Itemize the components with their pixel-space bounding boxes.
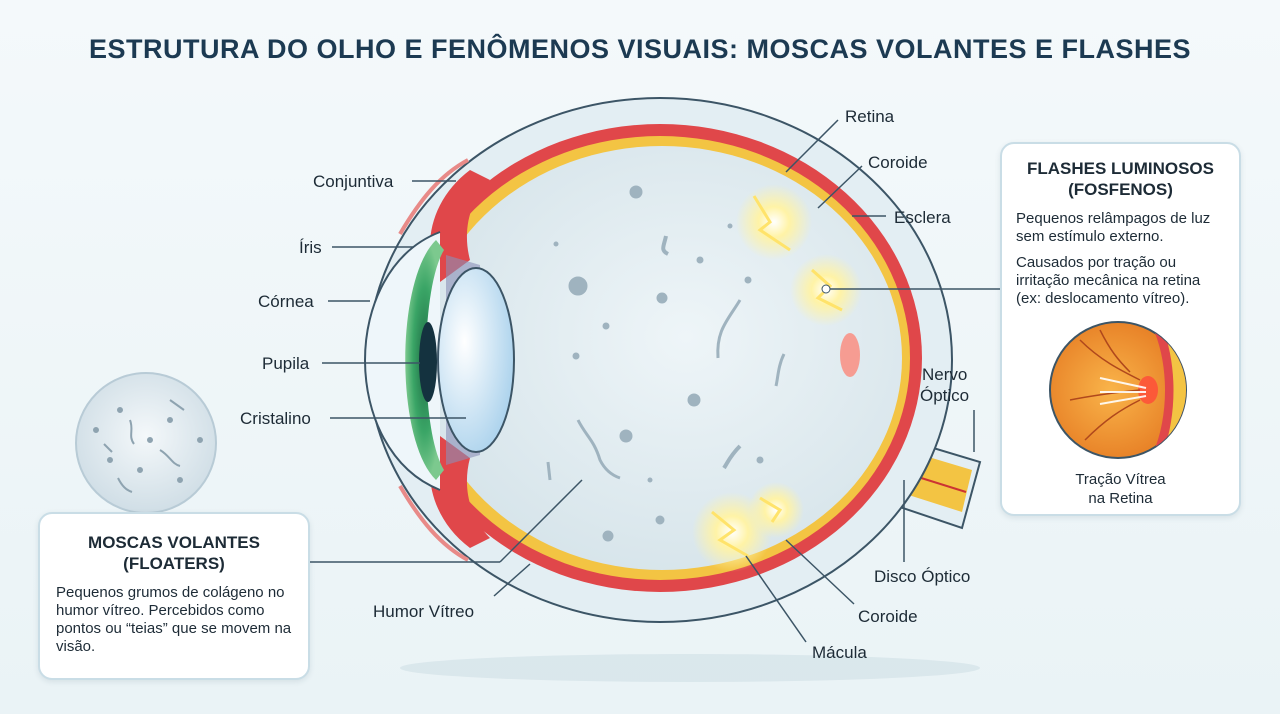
flashes-description-2: Causados por tração ou irritação mecânic… xyxy=(1016,254,1201,307)
label-macula: Mácula xyxy=(812,643,867,662)
label-sclera: Esclera xyxy=(894,208,951,227)
label-optic-disc: Disco Óptico xyxy=(874,567,970,586)
ciliary-body-top xyxy=(430,170,490,282)
flashes-info-box: FLASHES LUMINOSOS (FOSFENOS) Pequenos re… xyxy=(1000,142,1241,516)
label-conjunctiva: Conjuntiva xyxy=(313,172,394,191)
label-iris: Íris xyxy=(299,238,322,257)
ciliary-body-bottom xyxy=(430,436,490,548)
label-vitreous-humor: Humor Vítreo xyxy=(373,602,474,621)
page-title: ESTRUTURA DO OLHO E FENÔMENOS VISUAIS: M… xyxy=(88,34,1192,64)
macula-spot xyxy=(840,333,860,377)
floaters-description: Pequenos grumos de colágeno no humor vít… xyxy=(56,584,292,655)
flash-inset-caption: Tração Vítrea na Retina xyxy=(1075,471,1166,507)
label-retina: Retina xyxy=(845,107,895,126)
flashes-description-1: Pequenos relâmpagos de luz sem estímulo … xyxy=(1016,210,1211,245)
label-optic-nerve-2: Óptico xyxy=(920,386,969,405)
floaters-info-box: MOSCAS VOLANTES (FLOATERS) Pequenos grum… xyxy=(38,512,310,680)
pupil xyxy=(419,322,437,402)
label-pupil: Pupila xyxy=(262,354,310,373)
label-choroid-top: Coroide xyxy=(868,153,928,172)
flash-marker xyxy=(821,284,831,294)
floaters-title: MOSCAS VOLANTES (FLOATERS) xyxy=(88,533,260,573)
conjunctiva-top xyxy=(398,158,469,236)
leader-lines xyxy=(310,119,1000,643)
conjunctiva-bottom xyxy=(398,484,469,562)
eye-shadow xyxy=(400,654,980,682)
floaters-magnifier xyxy=(75,372,217,514)
flashes-title: FLASHES LUMINOSOS (FOSFENOS) xyxy=(1026,159,1214,199)
label-lens: Cristalino xyxy=(240,409,311,428)
lens xyxy=(437,267,515,453)
label-optic-nerve-1: Nervo xyxy=(922,365,967,384)
label-choroid-bottom: Coroide xyxy=(858,607,918,626)
vitreous-floaters xyxy=(546,185,786,542)
retinal-flashes xyxy=(692,184,862,572)
label-cornea: Córnea xyxy=(258,292,314,311)
